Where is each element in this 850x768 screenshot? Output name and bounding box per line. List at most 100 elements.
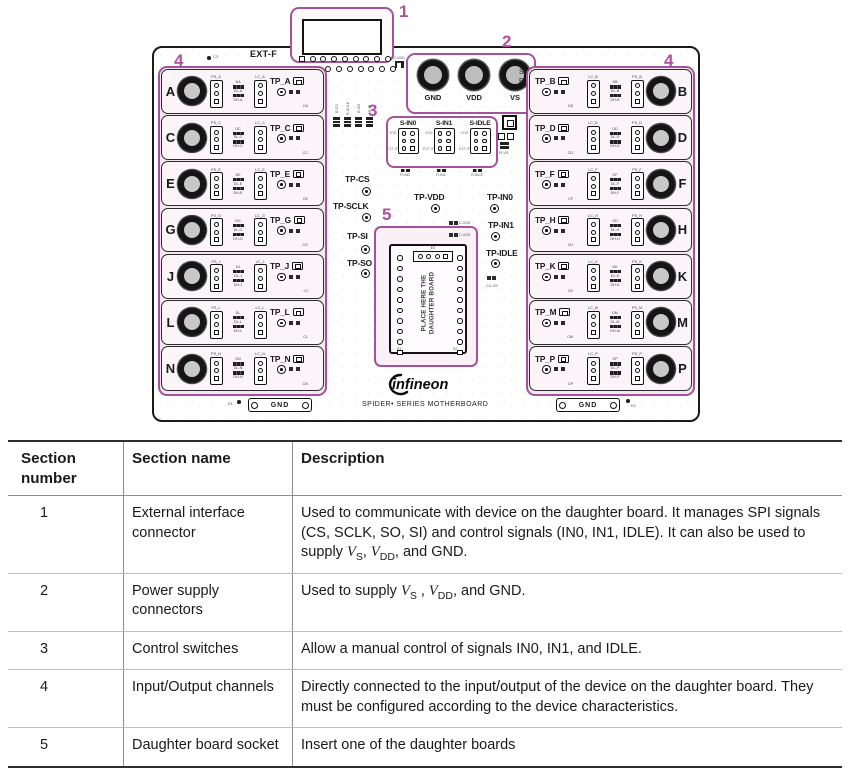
table-header-cell: Section number [21, 450, 77, 487]
header-pin [634, 268, 640, 274]
header-label: LC_K [588, 259, 598, 264]
ext-pin [320, 56, 327, 62]
switch-pin [437, 131, 442, 136]
header-pin [590, 137, 596, 143]
channel-header-lc: LC_D [585, 121, 601, 154]
header-body [209, 125, 223, 154]
gnd-label-right: GND [578, 401, 598, 409]
channel-tp-pad [277, 365, 286, 374]
header-pin [257, 376, 263, 382]
socket-pin [457, 255, 463, 261]
header-pin [634, 91, 640, 97]
channel-tp-pad [277, 226, 286, 235]
channel-jack [647, 123, 675, 152]
led-bar [609, 270, 621, 274]
header-pin [257, 322, 263, 328]
socket-pin [397, 307, 403, 313]
board-bottom-label: SPIDER• SERIES MOTHERBOARD [362, 401, 489, 408]
channel-cap-pad [553, 90, 558, 95]
board-name-line2: P01 [519, 78, 579, 87]
resistor-r-in1: R-IN1 [426, 169, 456, 178]
header-label: PS_P [632, 352, 642, 357]
led-bar [232, 371, 244, 375]
tp-row2 [542, 226, 583, 235]
math-sub: DD [379, 550, 395, 563]
socket-pin-column [397, 255, 403, 355]
channel-letter: K [677, 268, 688, 284]
socket-text-line2: DAUGHTER BOARD [428, 272, 435, 335]
gnd-pad [302, 401, 309, 409]
led-label: DL-L [234, 320, 242, 325]
cell-description: Used to communicate with device on the d… [292, 496, 842, 573]
cell-description: Used to supply VS , VDD, and GND. [292, 573, 842, 631]
led-label: DL-E [233, 181, 243, 186]
ref-dot [237, 400, 241, 404]
channel-cap-label: CK [567, 289, 573, 294]
testpoint-pad-tp-so [361, 269, 370, 278]
header-body [253, 172, 267, 201]
channel-letter: H [677, 222, 688, 238]
switch-label: S-IN0 [399, 120, 417, 127]
channel-cap-pad [295, 367, 300, 372]
led-label: DF [612, 172, 618, 177]
ref-label-c3: C3 [213, 54, 219, 59]
led-label: DB [612, 80, 618, 85]
socket-placement-text: PLACE HERE THE DAUGHTER BOARD [421, 272, 436, 334]
switch-pin [473, 131, 478, 136]
header-label: PS_A [211, 75, 221, 80]
led-label: DD [612, 126, 618, 131]
led-label: DN [235, 357, 241, 362]
resistor-bar [436, 169, 446, 173]
led-bar [232, 131, 244, 135]
channel-cap-pad [560, 136, 565, 141]
header-pin [590, 221, 596, 227]
channel-letter: P [678, 361, 687, 377]
switch-pin [410, 146, 415, 151]
header-pin [257, 175, 263, 181]
channel-ic [558, 262, 570, 271]
header-pin [634, 191, 640, 197]
testpoint-pad-tp-si [361, 245, 370, 254]
channel-ic [293, 354, 305, 363]
channel-tp-label: TP_E [270, 168, 290, 179]
socket-conn-pin [443, 254, 449, 259]
socket-pin [457, 307, 463, 313]
channel-tp-pad [542, 87, 551, 97]
channel-tp-label: TP_M [535, 307, 557, 318]
math-sub: DD [437, 589, 453, 602]
tp-row1: TP_C [270, 123, 318, 133]
socket-pin [457, 349, 463, 355]
resistor-bar [366, 124, 373, 127]
header-body [586, 356, 600, 385]
led-bar [609, 362, 621, 366]
header-pin [634, 376, 640, 382]
vs-capacitor [502, 115, 517, 130]
testpoint-pad-tp-cs [362, 187, 371, 196]
channel-cap-pad [553, 321, 558, 326]
testpoint-pad-tp-in0 [490, 204, 499, 213]
channel-tp-pad [542, 134, 551, 143]
led-bar [609, 140, 621, 144]
header-pin [213, 376, 219, 382]
channel-header-lc: LC_B [585, 75, 601, 108]
channel-ic [293, 215, 305, 224]
resistor-label: R-CS [334, 104, 339, 113]
header-pin [213, 283, 219, 289]
resistor-bar [400, 169, 410, 173]
channel-ic [558, 215, 570, 224]
led-label: DA [235, 80, 241, 85]
channel-jack [178, 262, 206, 291]
header-label: PS_B [632, 75, 642, 80]
tp-row1: TP_D [535, 123, 583, 133]
